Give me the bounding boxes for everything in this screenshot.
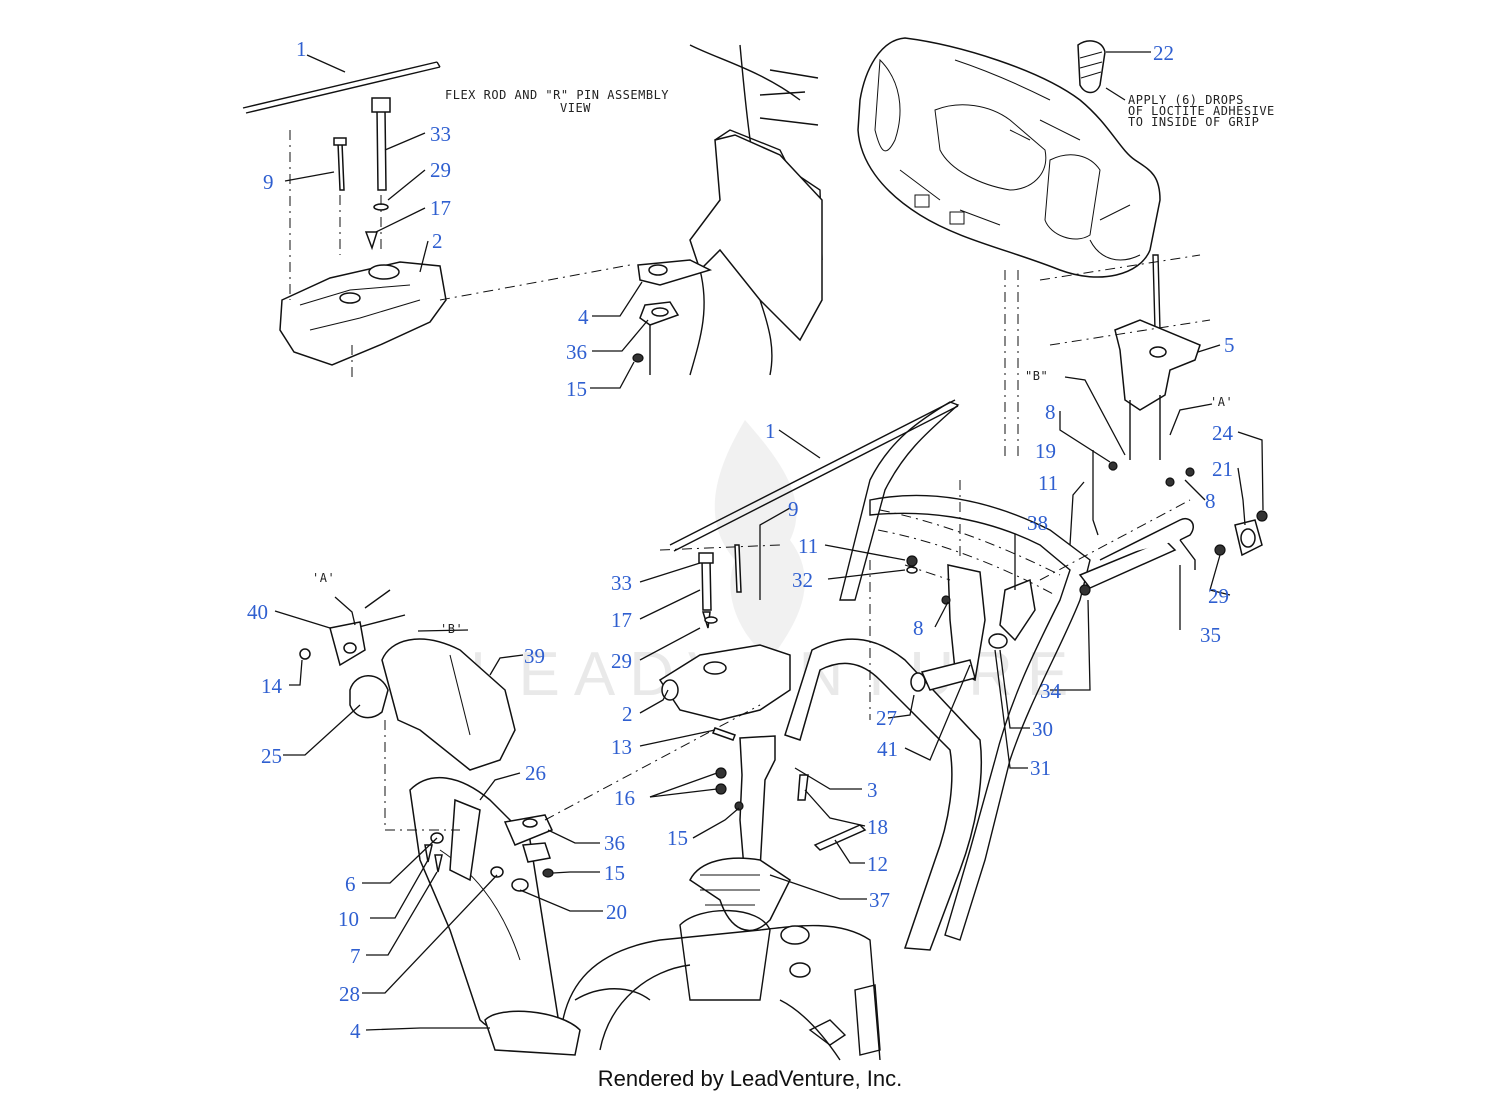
flex-rod-note-line1: FLEX ROD AND "R" PIN ASSEMBLY	[445, 88, 669, 102]
callout-28: 28	[339, 982, 360, 1006]
callout-39: 39	[524, 644, 545, 668]
callout-15: 15	[604, 861, 625, 885]
callout-27: 27	[876, 706, 897, 730]
callout-17: 17	[430, 196, 451, 220]
flex-rod-note-line2: VIEW	[560, 101, 591, 115]
callout-7: 7	[350, 944, 361, 968]
callout-4: 4	[350, 1019, 361, 1043]
callout-15: 15	[667, 826, 688, 850]
callout-11: 11	[1038, 471, 1058, 495]
callout-16: 16	[614, 786, 635, 810]
callout-8: 8	[1045, 400, 1056, 424]
callout-36: 36	[566, 340, 587, 364]
callout-31: 31	[1030, 756, 1051, 780]
callout-30: 30	[1032, 717, 1053, 741]
callout-4: 4	[578, 305, 589, 329]
callout-8: 8	[913, 616, 924, 640]
callout-15: 15	[566, 377, 587, 401]
flex-rod-inset	[242, 61, 631, 380]
callout-12: 12	[867, 852, 888, 876]
callout-5: 5	[1224, 333, 1235, 357]
loctite-note-line1: APPLY (6) DROPS	[1128, 93, 1244, 107]
leader-lines	[274, 51, 1264, 1031]
chute-assembly-center	[559, 399, 959, 1061]
callout-24: 24	[1212, 421, 1234, 445]
marker-b-right: "B"	[1025, 369, 1048, 383]
callout-11: 11	[798, 534, 818, 558]
callout-1: 1	[765, 419, 776, 443]
footer-credit: Rendered by LeadVenture, Inc.	[597, 1066, 903, 1091]
callout-41: 41	[877, 737, 898, 761]
callout-29: 29	[430, 158, 451, 182]
callout-2: 2	[622, 702, 633, 726]
callout-21: 21	[1212, 457, 1233, 481]
dashboard-console	[857, 37, 1211, 487]
callout-14: 14	[261, 674, 283, 698]
handle-frame	[784, 401, 1268, 951]
callout-36: 36	[604, 831, 625, 855]
callout-17: 17	[611, 608, 632, 632]
callout-35: 35	[1200, 623, 1221, 647]
chute-left	[299, 589, 761, 1056]
callout-34: 34	[1040, 679, 1062, 703]
callout-9: 9	[788, 497, 799, 521]
callout-32: 32	[792, 568, 813, 592]
callout-10: 10	[338, 907, 359, 931]
callout-6: 6	[345, 872, 356, 896]
callout-18: 18	[867, 815, 888, 839]
callout-29: 29	[611, 649, 632, 673]
chute-frame-top	[632, 44, 823, 376]
callout-20: 20	[606, 900, 627, 924]
callout-33: 33	[611, 571, 632, 595]
loctite-note-line2: OF LOCTITE ADHESIVE	[1128, 104, 1275, 118]
callout-3: 3	[867, 778, 878, 802]
loctite-note-line3: TO INSIDE OF GRIP	[1128, 115, 1259, 129]
callout-29: 29	[1208, 584, 1229, 608]
marker-b-left: 'B'	[440, 622, 463, 636]
callout-33: 33	[430, 122, 451, 146]
marker-a-right: 'A'	[1210, 395, 1233, 409]
callout-9: 9	[263, 170, 274, 194]
callout-8: 8	[1205, 489, 1216, 513]
callout-22: 22	[1153, 41, 1174, 65]
callout-37: 37	[869, 888, 890, 912]
callout-38: 38	[1027, 511, 1048, 535]
callout-19: 19	[1035, 439, 1056, 463]
callout-13: 13	[611, 735, 632, 759]
notes: FLEX ROD AND "R" PIN ASSEMBLY VIEW APPLY…	[312, 88, 1275, 636]
callout-1: 1	[296, 37, 307, 61]
callout-26: 26	[525, 761, 546, 785]
callout-25: 25	[261, 744, 282, 768]
callout-40: 40	[247, 600, 268, 624]
marker-a-left: 'A'	[312, 571, 335, 585]
callouts: 1 9 33 29 17 2 4 36 15 22 5 8 24 21 19 1…	[247, 37, 1235, 1043]
callout-2: 2	[432, 229, 443, 253]
